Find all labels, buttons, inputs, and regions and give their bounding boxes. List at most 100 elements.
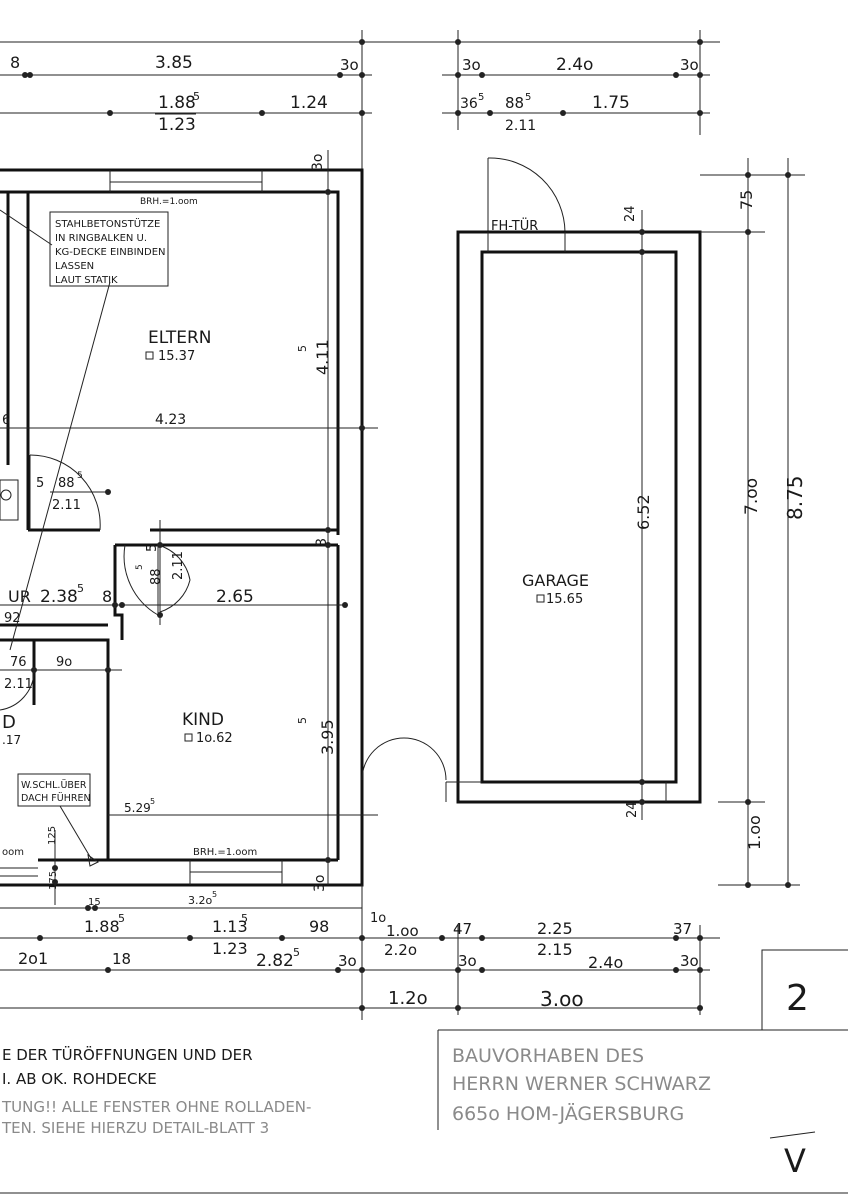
dim-door2-88-sup: 5: [135, 564, 145, 570]
title-line-2: HERRN WERNER SCHWARZ: [452, 1073, 711, 1095]
dim-top-30a: 3o: [340, 56, 359, 74]
dim-b1-123: 1.23: [212, 939, 248, 958]
dim-bad-211: 2.11: [4, 677, 33, 692]
dim-flur-8: 8: [102, 587, 112, 606]
dim-b1-113-sup: 5: [241, 912, 248, 925]
dim-bad-76: 76: [10, 655, 27, 670]
dim-garage-wall-top: 24: [623, 205, 638, 222]
dim-b1-113: 1.13: [212, 917, 248, 936]
dim-kind-bottom-width: 5.29: [124, 801, 151, 815]
dim-b2-282: 2.82: [256, 951, 294, 971]
dim-top-123: 1.23: [158, 115, 196, 135]
dim-b1-188-sup: 5: [118, 912, 125, 925]
note-brh-bottom: BRH.=1.oom: [193, 847, 257, 858]
dim-kind-width: 2.65: [216, 587, 254, 607]
dim-b1-47: 47: [453, 920, 472, 938]
dim-kind-bottom-width-sup: 5: [150, 797, 155, 806]
dim-b1-100: 1.oo: [386, 922, 419, 940]
dim-top-211: 2.11: [505, 118, 536, 134]
sheet-number-partial: 2: [786, 978, 809, 1019]
dim-kind-30: 3o: [312, 875, 328, 892]
dim-door2-211: 2.11: [171, 551, 186, 580]
room-garage-area: 15.65: [546, 592, 583, 607]
dim-kind-height-sup: 5: [296, 717, 309, 724]
dim-b2-30b: 3o: [458, 952, 477, 970]
dim-b1-98: 98: [309, 917, 329, 936]
room-eltern-name: ELTERN: [148, 328, 212, 348]
dim-door1-5: 5: [36, 476, 44, 491]
note-wschl-1: W.SCHL.ÜBER: [21, 780, 87, 791]
dim-flur-238: 2.38: [40, 587, 78, 607]
room-eltern-area: 15.37: [158, 349, 195, 364]
dim-b2-282-sup: 5: [293, 946, 300, 959]
dim-top-385: 3.85: [155, 53, 193, 73]
garage-walls: [445, 230, 702, 804]
room-garage-name: GARAGE: [522, 571, 589, 590]
dim-b1-37: 37: [673, 920, 692, 938]
sheet-mark: V: [784, 1142, 806, 1180]
dim-garage-height: 6.52: [634, 494, 653, 530]
title-line-3: 665o HOM-JÄGERSBURG: [452, 1102, 684, 1125]
dim-door2-5: 5: [145, 544, 160, 552]
title-line-1: BAUVORHABEN DES: [452, 1045, 644, 1067]
dim-bottom-320-sup: 5: [212, 890, 217, 899]
dim-door1-88-sup: 5: [77, 471, 83, 481]
room-bad-partial: D: [2, 712, 16, 733]
dim-garage-wall-bottom: 24: [625, 801, 640, 818]
dim-right-100: 1.oo: [745, 815, 764, 850]
note-stahlbeton-4: LASSEN: [55, 261, 94, 272]
room-kind-area: 1o.62: [196, 731, 233, 746]
dim-b2-240: 2.4o: [588, 953, 623, 972]
top-dimension-chains: 8 3.85 3o 3o 2.4o 3o 1.88 5 1.24 1.23 36…: [0, 30, 720, 180]
dim-top-8: 8: [10, 53, 20, 72]
note-brh-top: BRH.=1.oom: [140, 197, 198, 207]
dim-right-875: 8.75: [783, 475, 807, 520]
dim-b2-30c: 3o: [680, 952, 699, 970]
room-bad-area-partial: .17: [2, 733, 21, 747]
dim-b3-300: 3.oo: [540, 987, 584, 1011]
dim-b3-120: 1.2o: [388, 988, 428, 1009]
notes: STAHLBETONSTÜTZE IN RINGBALKEN U. KG-DEC…: [0, 197, 538, 867]
inner-dimensions: 3o 6 4.23 4.11 5 5 88 5 2.11 8 UR 2.38 5…: [0, 150, 653, 892]
dim-top-30b: 3o: [462, 56, 481, 74]
dim-bottom-320: 3.2o: [188, 894, 212, 907]
dim-right-75: 75: [737, 190, 756, 210]
note-stahlbeton-3: KG-DECKE EINBINDEN: [55, 247, 166, 258]
bottom-note-line-4: TEN. SIEHE HIERZU DETAIL-BLATT 3: [1, 1119, 269, 1137]
dim-bottom-10: 1o: [370, 911, 386, 926]
dim-top-188: 1.88: [158, 93, 196, 113]
dim-b1-215: 2.15: [537, 940, 573, 959]
bottom-note-line-1: E DER TÜRÖFFNUNGEN UND DER: [2, 1045, 253, 1064]
dim-b2-201: 2o1: [18, 949, 48, 968]
bottom-dimension-chains: 125 175 15 3.2o 5 1o 1.88 5 1.13 5 98 1.…: [0, 826, 720, 1020]
dim-kind-wall-8: 8: [314, 538, 330, 547]
dim-top-240: 2.4o: [556, 55, 593, 75]
dim-b2-18: 18: [112, 950, 131, 968]
bottom-text-area: 2 E DER TÜRÖFFNUNGEN UND DER I. AB OK. R…: [0, 949, 848, 1194]
dim-eltern-height: 4.11: [313, 339, 332, 375]
dim-flur-238-sup: 5: [77, 582, 84, 595]
dim-b1-225: 2.25: [537, 919, 573, 938]
dim-door1-88: 88: [58, 476, 75, 491]
dim-top-30c: 3o: [680, 56, 699, 74]
bottom-note-line-3: TUNG!! ALLE FENSTER OHNE ROLLADEN-: [1, 1098, 311, 1116]
dim-b1-220: 2.2o: [384, 941, 417, 959]
dim-flur-partial: UR: [8, 587, 31, 606]
note-stahlbeton-1: STAHLBETONSTÜTZE: [55, 217, 160, 230]
dim-bottom-125: 125: [47, 826, 58, 845]
dim-door1-211: 2.11: [52, 498, 81, 513]
dim-top-88-sup: 5: [525, 92, 531, 103]
room-labels: ELTERN 15.37 KIND 1o.62 GARAGE 15.65 D .…: [2, 328, 589, 747]
dim-eltern-width: 4.23: [155, 412, 186, 428]
dim-door2-88: 88: [149, 568, 164, 585]
room-kind-name: KIND: [182, 710, 224, 730]
note-brh-left: oom: [2, 847, 24, 858]
dim-top-88: 88: [505, 94, 524, 112]
dim-b2-30a: 3o: [338, 952, 357, 970]
dim-bad-90: 9o: [56, 655, 72, 670]
dim-eltern-wall-30: 3o: [310, 154, 326, 171]
bottom-note-line-2: I. AB OK. ROHDECKE: [2, 1070, 157, 1088]
dim-bottom-15: 15: [88, 897, 101, 908]
dim-eltern-height-sup: 5: [296, 345, 309, 352]
